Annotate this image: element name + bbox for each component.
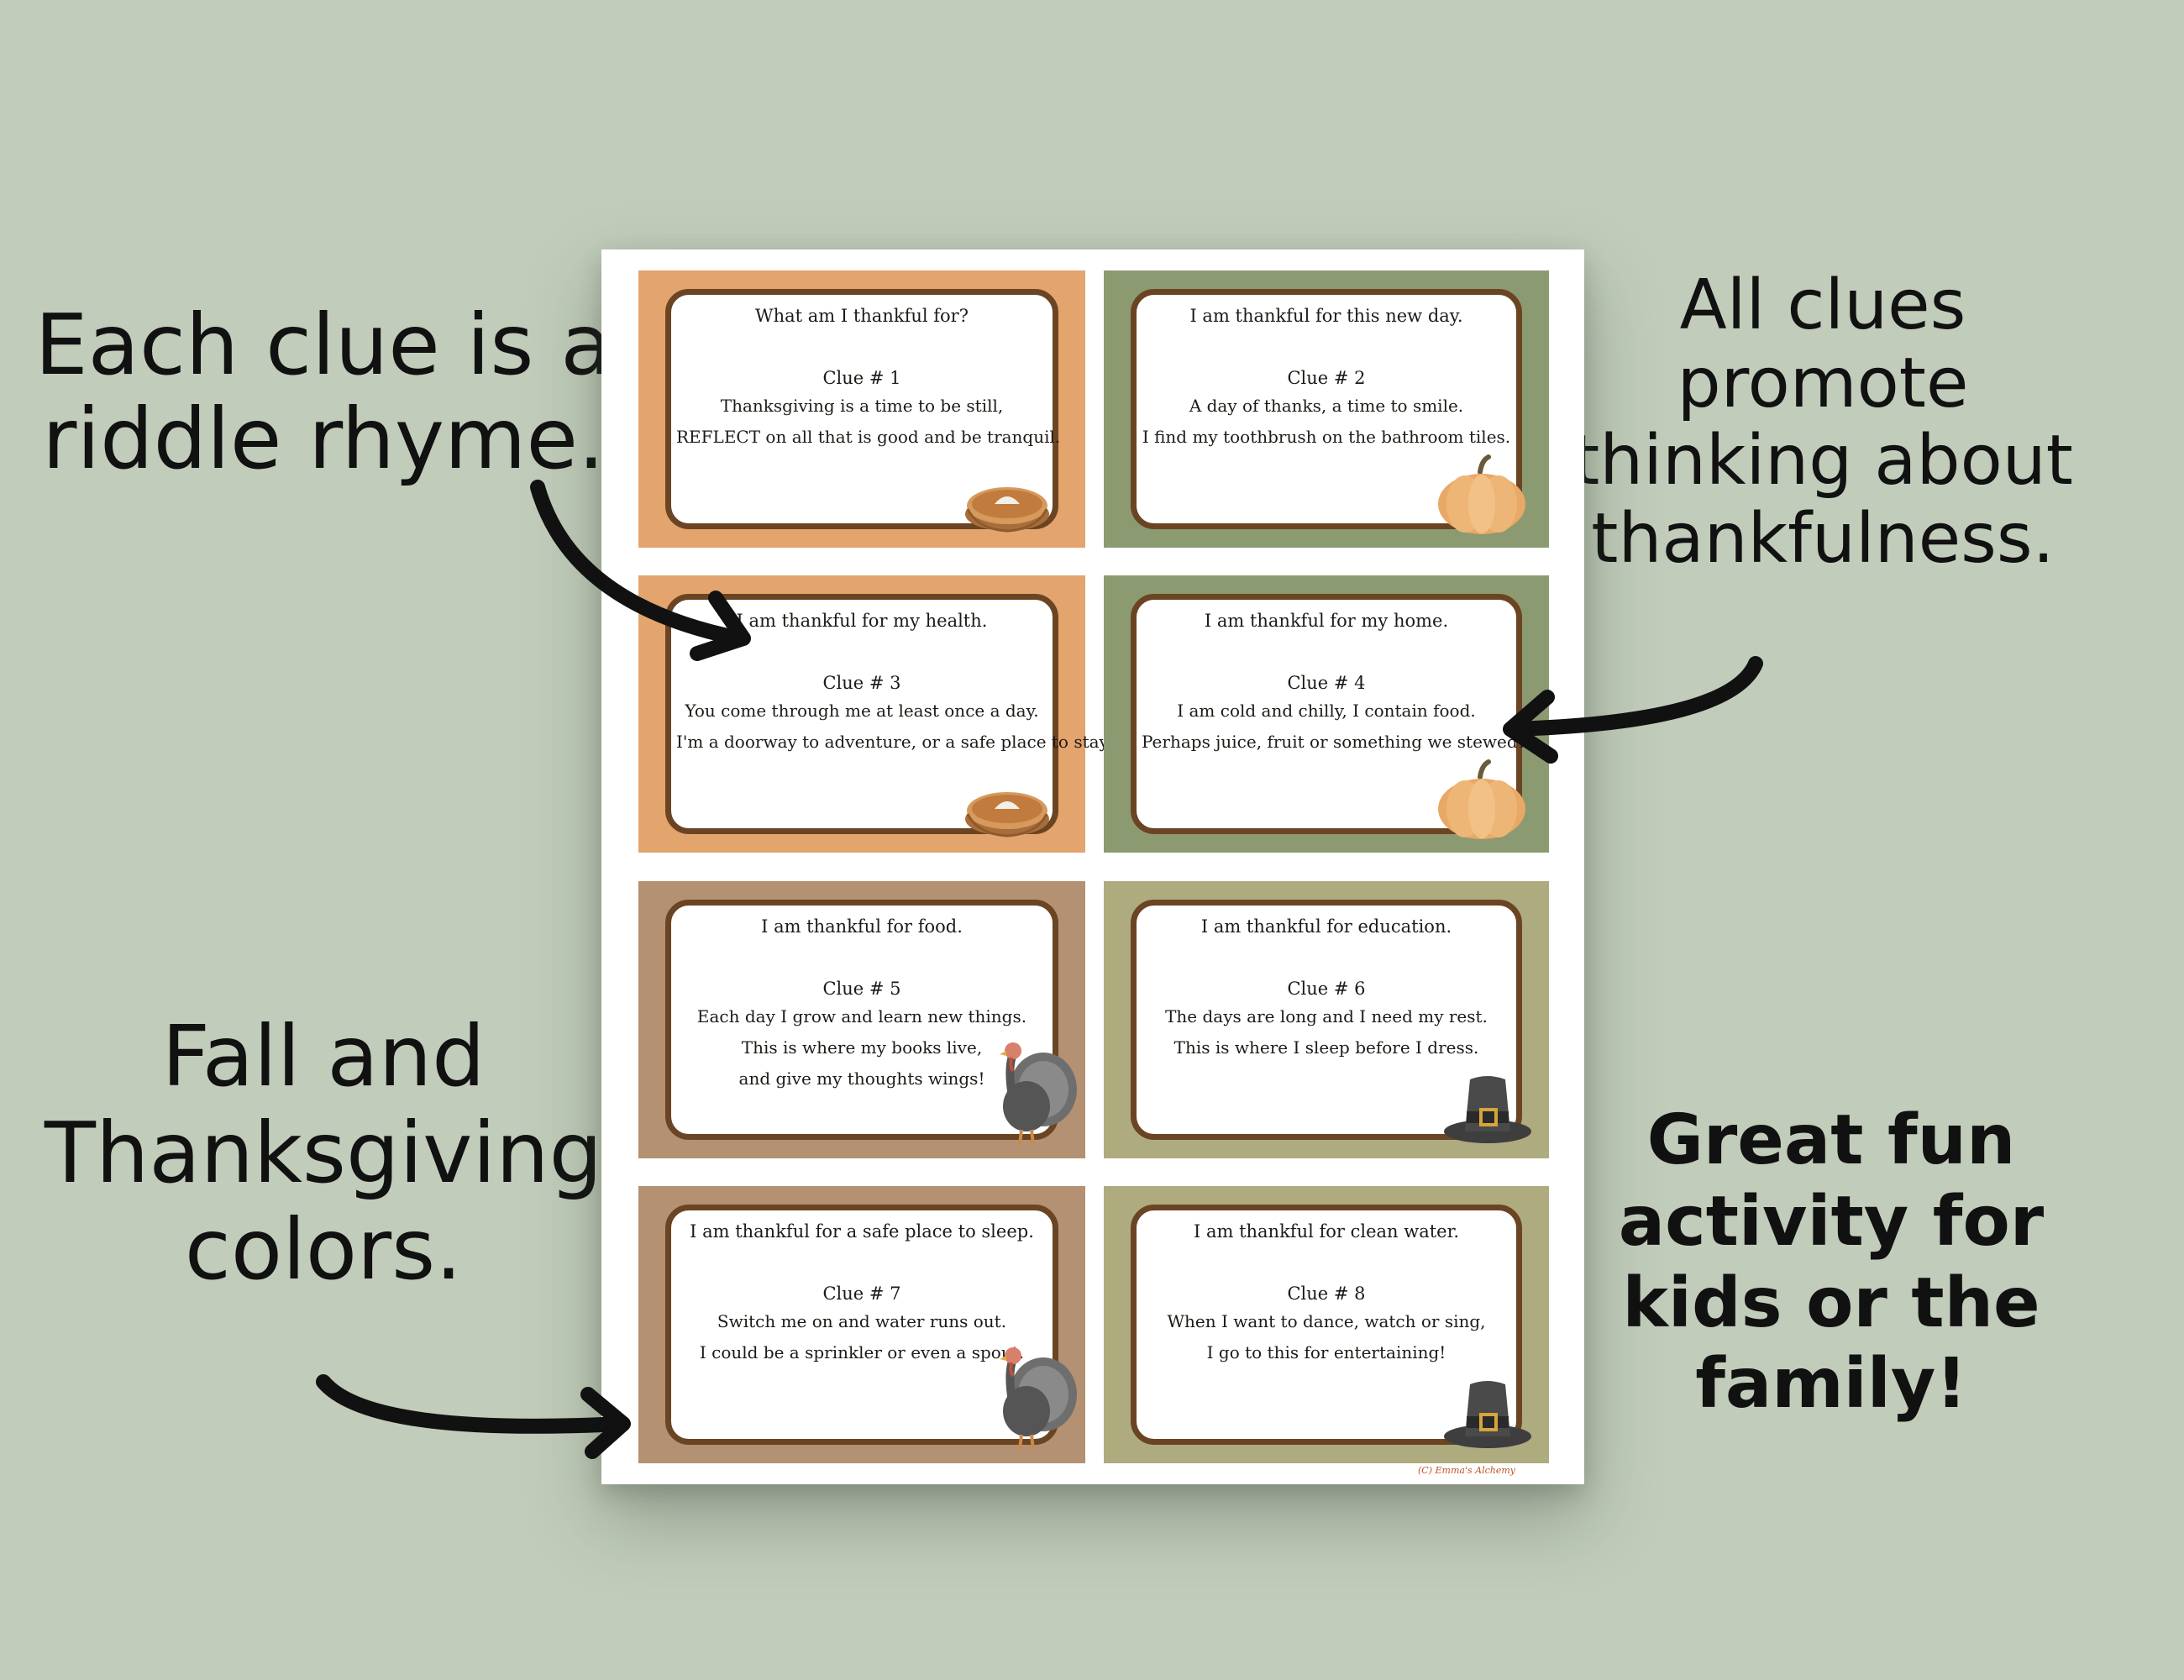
caption-great-fun: Great fun activity for kids or the famil…	[1596, 1100, 2066, 1425]
card-inner: I am thankful for my home. Clue # 4 I am…	[1131, 594, 1527, 834]
clue-card-6: I am thankful for education. Clue # 6 Th…	[1104, 881, 1549, 1158]
clue-number: Clue # 3	[822, 673, 901, 693]
caption-line: riddle rhyme.	[42, 390, 605, 488]
clue-card-4: I am thankful for my home. Clue # 4 I am…	[1104, 575, 1549, 853]
clue-line: This is where my books live,	[741, 1037, 983, 1058]
card-title: I am thankful for clean water.	[1193, 1221, 1460, 1242]
pie-icon	[965, 487, 1049, 533]
clue-number: Clue # 6	[1287, 979, 1366, 999]
clue-number: Clue # 5	[822, 979, 901, 999]
clue-card-5: I am thankful for food. Clue # 5 Each da…	[638, 881, 1085, 1158]
card-inner: I am thankful for education. Clue # 6 Th…	[1131, 900, 1522, 1140]
clue-card-8: I am thankful for clean water. Clue # 8 …	[1104, 1186, 1549, 1463]
caption-line: thankfulness.	[1591, 498, 2055, 579]
caption-line: activity for	[1618, 1181, 2045, 1262]
caption-line: thinking about	[1572, 421, 2073, 501]
caption-line: Each clue is a	[34, 296, 612, 394]
arrow-to-card-4-head	[1503, 690, 1558, 764]
copyright-text: (C) Emma's Alchemy	[1418, 1465, 1515, 1476]
clue-line: Each day I grow and learn new things.	[696, 1006, 1027, 1026]
clue-line: I'm a doorway to adventure, or a safe pl…	[676, 732, 1112, 752]
caption-line: kids or the	[1622, 1263, 2040, 1343]
clue-line: I find my toothbrush on the bathroom til…	[1142, 427, 1511, 447]
clue-line: Switch me on and water runs out.	[717, 1311, 1007, 1331]
card-title: I am thankful for my home.	[1204, 611, 1449, 631]
card-inner: I am thankful for this new day. Clue # 2…	[1131, 289, 1522, 529]
clue-line: I could be a sprinkler or even a spout.	[699, 1342, 1025, 1362]
turkey-icon	[1000, 1347, 1077, 1451]
pumpkin-icon	[1438, 759, 1525, 839]
arrow-to-card-3	[530, 480, 747, 646]
card-inner: I am thankful for clean water. Clue # 8 …	[1131, 1205, 1522, 1445]
clue-number: Clue # 8	[1287, 1284, 1366, 1304]
clue-card-7: I am thankful for a safe place to sleep.…	[638, 1186, 1085, 1463]
pumpkin-icon	[1438, 454, 1525, 534]
clue-line: I am cold and chilly, I contain food.	[1177, 701, 1476, 721]
clue-line: Perhaps juice, fruit or something we ste…	[1142, 732, 1527, 752]
caption-line: Great fun	[1646, 1100, 2016, 1180]
caption-line: Fall and	[161, 1007, 486, 1105]
caption-line: All clues	[1679, 265, 1966, 345]
arrow-to-card-7	[316, 1374, 629, 1434]
arrow-to-card-4	[1504, 656, 1763, 737]
clue-card-2: I am thankful for this new day. Clue # 2…	[1104, 270, 1549, 548]
printable-sheet: What am I thankful for? Clue # 1 Thanksg…	[601, 249, 1584, 1484]
card-title: I am thankful for food.	[761, 916, 963, 937]
pie-icon	[965, 792, 1049, 837]
pilgrim-hat-icon	[1444, 1381, 1531, 1448]
turkey-icon	[1000, 1042, 1077, 1146]
arrow-to-card-7-head	[580, 1387, 631, 1459]
clue-line: I go to this for entertaining!	[1206, 1342, 1446, 1362]
caption-line: Thanksgiving	[44, 1104, 603, 1202]
arrow-to-card-3-head	[690, 591, 751, 661]
clue-card-1: What am I thankful for? Clue # 1 Thanksg…	[638, 270, 1085, 548]
clue-line: Thanksgiving is a time to be still,	[720, 396, 1004, 416]
caption-colors: Fall and Thanksgiving colors.	[42, 1008, 605, 1298]
clue-line: and give my thoughts wings!	[738, 1068, 985, 1089]
clue-number: Clue # 1	[822, 368, 901, 388]
pilgrim-hat-icon	[1444, 1076, 1531, 1143]
clue-line: REFLECT on all that is good and be tranq…	[676, 427, 1061, 447]
clue-line: A day of thanks, a time to smile.	[1189, 396, 1464, 416]
caption-line: family!	[1695, 1344, 1967, 1425]
clue-line: When I want to dance, watch or sing,	[1167, 1311, 1486, 1331]
clue-number: Clue # 4	[1287, 673, 1366, 693]
caption-thankfulness: All clues promote thinking about thankfu…	[1571, 265, 2075, 579]
card-inner: I am thankful for food. Clue # 5 Each da…	[665, 900, 1058, 1140]
card-title: I am thankful for this new day.	[1189, 306, 1463, 326]
card-title: I am thankful for a safe place to sleep.	[690, 1221, 1034, 1242]
clue-number: Clue # 2	[1287, 368, 1366, 388]
card-title: What am I thankful for?	[755, 306, 969, 326]
clue-line: This is where I sleep before I dress.	[1173, 1037, 1479, 1058]
caption-line: promote	[1677, 343, 1969, 423]
clue-line: The days are long and I need my rest.	[1165, 1006, 1488, 1026]
caption-line: colors.	[184, 1200, 463, 1299]
clue-number: Clue # 7	[822, 1284, 901, 1304]
card-title: I am thankful for education.	[1200, 916, 1452, 937]
caption-riddle-rhyme: Each clue is a riddle rhyme.	[34, 298, 613, 486]
clue-line: You come through me at least once a day.	[685, 701, 1039, 721]
card-inner: I am thankful for a safe place to sleep.…	[665, 1205, 1058, 1445]
card-title: I am thankful for my health.	[736, 611, 988, 631]
